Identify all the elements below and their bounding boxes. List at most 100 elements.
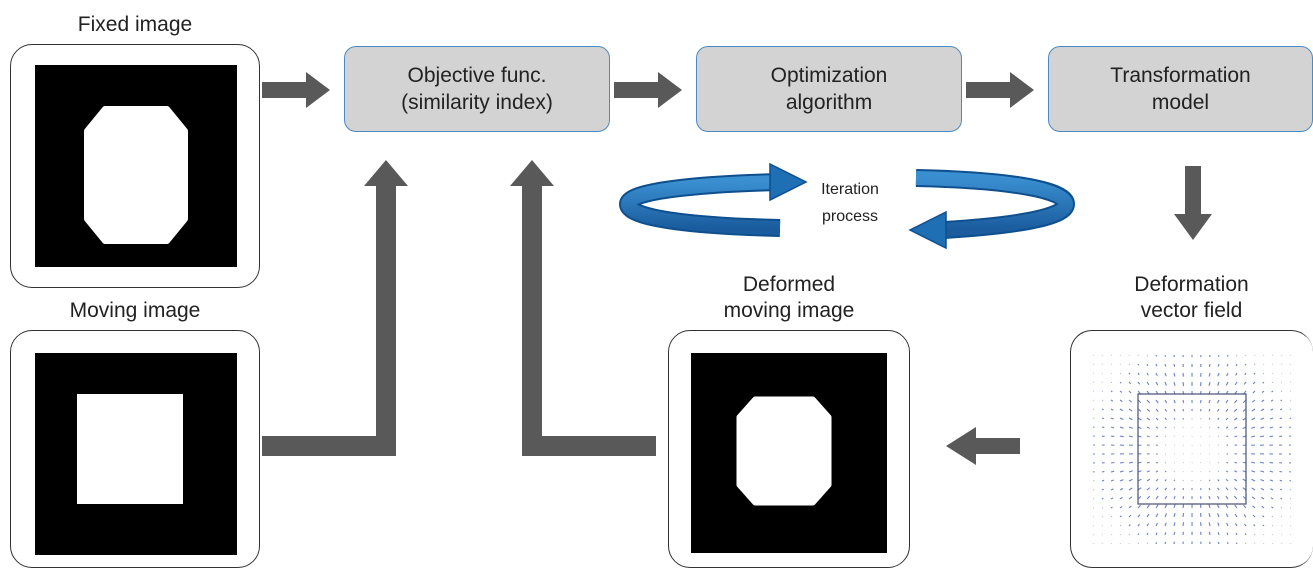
vector-arrow — [1155, 399, 1159, 404]
vector-arrow — [1173, 470, 1175, 473]
vector-arrow — [1208, 531, 1211, 536]
vector-arrow — [1137, 523, 1140, 527]
vector-arrow — [1164, 504, 1168, 509]
vector-arrow — [1164, 541, 1167, 545]
vector-arrow — [1137, 372, 1140, 376]
vector-arrow — [1155, 408, 1159, 412]
vector-arrow — [1251, 408, 1256, 412]
vector-arrow — [1155, 381, 1159, 386]
vector-arrow — [1155, 372, 1158, 377]
vector-arrow — [1261, 399, 1265, 403]
vector-arrow — [1281, 363, 1283, 365]
vector-arrow — [1272, 543, 1274, 545]
vector-arrow — [1119, 363, 1121, 365]
iteration-arrow-left — [618, 162, 808, 237]
vector-arrow — [1281, 381, 1283, 383]
vector-arrow — [1128, 426, 1133, 429]
vector-arrow — [1235, 542, 1238, 545]
vector-arrow — [1270, 488, 1274, 491]
vector-arrow — [1155, 426, 1159, 429]
vector-arrow — [1101, 399, 1104, 402]
vector-arrow — [1146, 417, 1151, 421]
vector-arrow — [1281, 543, 1283, 545]
vector-arrow — [1137, 381, 1141, 385]
vector-arrow — [1225, 504, 1229, 509]
vector-arrow — [1217, 363, 1220, 367]
vector-arrow — [1271, 515, 1274, 518]
vector-arrow — [1225, 470, 1229, 473]
objective-function-box[interactable]: Objective func. (similarity index) — [344, 46, 610, 132]
vector-arrow — [1234, 478, 1238, 482]
vector-arrow — [1225, 487, 1229, 491]
vector-arrow — [1173, 399, 1176, 404]
vector-arrow — [1262, 372, 1265, 375]
vector-arrow — [1137, 390, 1141, 394]
vector-arrow — [1234, 381, 1238, 386]
vector-arrow — [1101, 470, 1105, 473]
vector-arrow — [1270, 408, 1274, 411]
vector-arrow — [1269, 426, 1274, 429]
moving-image — [35, 353, 237, 555]
vector-arrow — [1173, 495, 1176, 500]
vector-arrow — [1137, 542, 1139, 545]
vector-arrow — [1173, 426, 1176, 429]
vector-arrow — [1272, 354, 1274, 356]
vector-arrow — [1110, 426, 1115, 429]
vector-arrow — [1234, 461, 1238, 464]
vector-arrow — [1279, 417, 1283, 420]
vector-arrow — [1119, 390, 1123, 393]
vector-arrow — [1164, 399, 1168, 404]
vector-arrow — [1101, 390, 1104, 392]
vector-arrow — [1155, 417, 1159, 421]
vector-arrow — [1225, 408, 1229, 412]
vector-arrow — [1243, 381, 1247, 385]
vector-arrow — [1119, 506, 1123, 509]
vector-arrow — [1173, 408, 1176, 412]
vector-arrow — [1182, 408, 1185, 412]
vector-arrow — [1146, 542, 1149, 545]
vector-arrow — [1253, 372, 1256, 375]
vector-arrow — [1155, 435, 1159, 438]
vector-arrow — [1281, 354, 1283, 356]
deformation-field-label: Deformation vector field — [1134, 273, 1249, 322]
transformation-model-box[interactable]: Transformation model — [1048, 46, 1313, 132]
vector-arrow — [1146, 381, 1150, 386]
vector-arrow — [1155, 363, 1158, 367]
vector-arrow — [1128, 496, 1133, 500]
vector-arrow — [1101, 408, 1104, 411]
vector-arrow — [1279, 408, 1283, 411]
vector-arrow — [1243, 504, 1247, 509]
vector-arrow — [1092, 354, 1094, 356]
vector-arrow — [1128, 390, 1132, 394]
fixed-image-shape — [84, 106, 188, 244]
deformation-field-panel — [1070, 330, 1313, 568]
fixed-image-label: Fixed image — [77, 13, 193, 36]
vector-arrow — [1208, 513, 1211, 518]
vector-arrow — [1101, 354, 1103, 356]
vector-arrow — [1217, 408, 1220, 412]
vector-arrow — [1173, 531, 1176, 536]
vector-arrow — [1173, 513, 1176, 518]
vector-arrow — [1101, 417, 1105, 420]
vector-arrow — [1262, 381, 1265, 384]
vector-arrow — [1244, 533, 1247, 536]
vector-arrow — [1235, 363, 1238, 367]
vector-arrow — [1281, 372, 1283, 374]
vector-arrow — [1101, 372, 1103, 374]
vector-arrow — [1243, 390, 1247, 395]
vector-arrow — [1217, 470, 1220, 473]
deformed-image — [691, 353, 887, 553]
vector-arrow — [1119, 470, 1124, 473]
vector-arrow — [1208, 479, 1211, 482]
vector-arrow — [1128, 435, 1133, 438]
vector-arrow — [1182, 522, 1185, 527]
vector-arrow — [1128, 505, 1132, 509]
moving-image-square — [77, 394, 183, 504]
vector-arrow — [1279, 470, 1283, 473]
vector-arrow — [1101, 488, 1104, 491]
vector-arrow — [1164, 487, 1168, 491]
vector-arrow — [1217, 435, 1220, 437]
optimization-algorithm-box[interactable]: Optimization algorithm — [696, 46, 962, 132]
vector-arrow — [1251, 487, 1256, 491]
vector-arrow — [1101, 479, 1105, 482]
